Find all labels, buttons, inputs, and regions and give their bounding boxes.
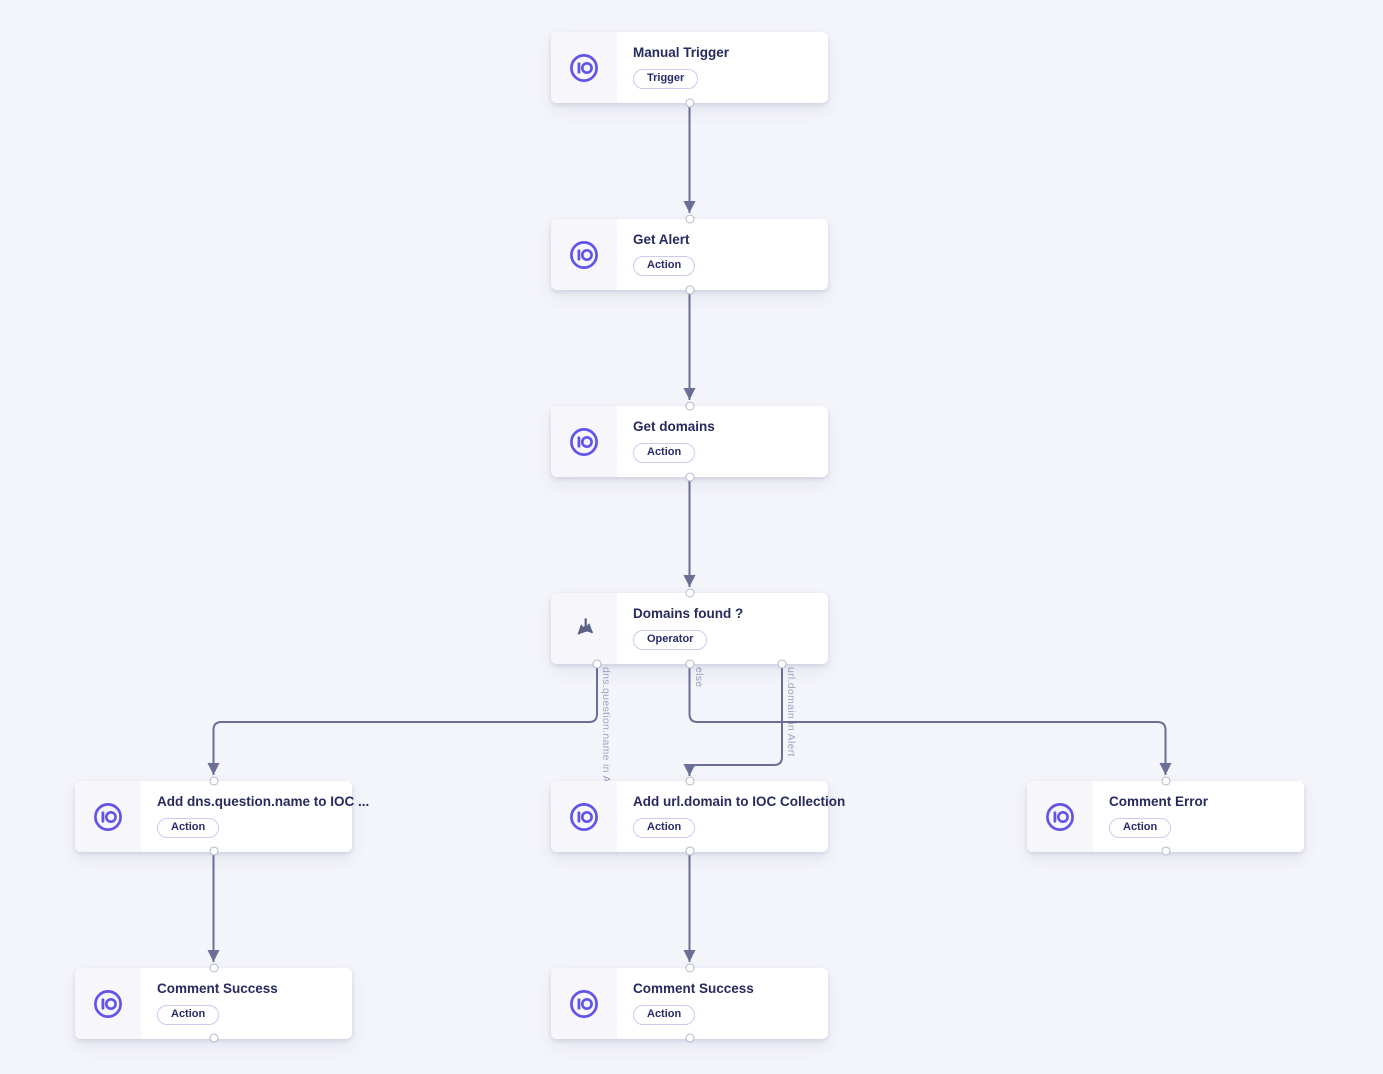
node-comment-error[interactable]: Comment Error Action (1027, 781, 1304, 852)
node-get-domains[interactable]: Get domains Action (551, 406, 828, 477)
connection-port[interactable] (209, 963, 218, 973)
sekoia-io-logo-icon (551, 32, 617, 103)
node-type-badge: Trigger (633, 69, 699, 89)
node-title: Get domains (633, 419, 715, 434)
node-title: Manual Trigger (633, 45, 730, 60)
edge-label-url-condition: url.domain in Alert (785, 667, 797, 757)
node-type-badge: Action (1109, 818, 1172, 838)
node-title: Comment Error (1109, 794, 1209, 809)
node-type-badge: Action (157, 1005, 220, 1025)
connection-port[interactable] (209, 846, 218, 856)
edge-label-else-condition: else (693, 667, 705, 688)
node-title: Comment Success (157, 981, 278, 996)
node-type-badge: Action (633, 443, 696, 463)
connection-port[interactable] (685, 285, 694, 295)
node-title: Add url.domain to IOC Collection (633, 794, 846, 809)
sekoia-io-logo-icon (551, 781, 617, 852)
node-domains-found-operator[interactable]: Domains found ? Operator (551, 593, 828, 664)
connection-port[interactable] (685, 214, 694, 224)
node-add-url-to-ioc[interactable]: Add url.domain to IOC Collection Action (551, 781, 845, 852)
connection-port[interactable] (1161, 776, 1170, 786)
node-comment-success-mid[interactable]: Comment Success Action (551, 968, 828, 1039)
connection-port[interactable] (777, 659, 787, 669)
node-comment-success-left[interactable]: Comment Success Action (75, 968, 352, 1039)
connection-port[interactable] (685, 588, 694, 598)
node-add-dns-to-ioc[interactable]: Add dns.question.name to IOC ... Action (75, 781, 369, 852)
node-title: Comment Success (633, 981, 754, 996)
connection-port[interactable] (685, 659, 694, 669)
node-manual-trigger[interactable]: Manual Trigger Trigger (551, 32, 828, 103)
connection-port[interactable] (685, 472, 694, 482)
node-title: Add dns.question.name to IOC ... (157, 794, 370, 809)
connection-port[interactable] (685, 1033, 694, 1043)
connection-port[interactable] (1161, 846, 1170, 856)
sekoia-io-logo-icon (75, 968, 141, 1039)
connection-port[interactable] (685, 98, 694, 108)
node-get-alert[interactable]: Get Alert Action (551, 219, 828, 290)
branch-split-icon (551, 593, 617, 664)
connection-port[interactable] (685, 846, 694, 856)
edge-domains-found-to-add-url (683, 664, 783, 776)
connection-port[interactable] (685, 401, 694, 411)
connection-port[interactable] (685, 963, 694, 973)
node-type-badge: Action (633, 1005, 696, 1025)
connection-port[interactable] (209, 776, 218, 786)
edge-label-dns-condition: dns.question.name in Alert (600, 667, 612, 799)
sekoia-io-logo-icon (551, 406, 617, 477)
node-title: Domains found ? (633, 606, 744, 621)
sekoia-io-logo-icon (551, 219, 617, 290)
connection-port[interactable] (209, 1033, 218, 1043)
connection-port[interactable] (592, 659, 602, 669)
edge-domains-found-to-comment-error (688, 664, 1172, 775)
node-type-badge: Operator (633, 630, 708, 650)
connection-port[interactable] (685, 776, 694, 786)
node-type-badge: Action (633, 818, 696, 838)
edge-domains-found-to-add-dns (207, 664, 598, 775)
node-type-badge: Action (633, 256, 696, 276)
sekoia-io-logo-icon (1027, 781, 1093, 852)
node-type-badge: Action (157, 818, 220, 838)
node-title: Get Alert (633, 232, 690, 247)
sekoia-io-logo-icon (75, 781, 141, 852)
sekoia-io-logo-icon (551, 968, 617, 1039)
